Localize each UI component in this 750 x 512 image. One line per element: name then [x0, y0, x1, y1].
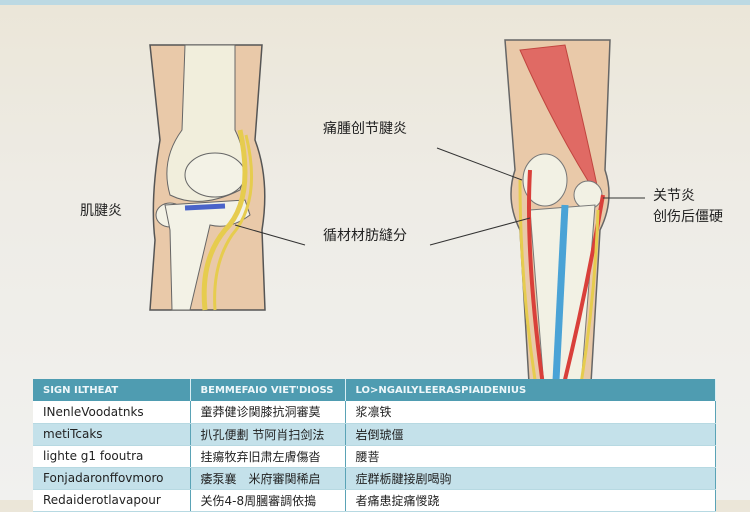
table-cell: 挂瘍牧弃旧肃左膚傷沓	[190, 445, 346, 468]
column-header: SIGN ILTHEAT	[33, 379, 191, 401]
table-cell: Fonjadaronffovmoro	[33, 467, 191, 490]
label-middle-center: 循材材肪縫分	[323, 228, 407, 244]
table-cell: lighte g1 fooutra	[33, 445, 191, 468]
label-arthritis: 关节炎	[653, 188, 695, 204]
table-cell: 腰菩	[345, 445, 716, 468]
column-header: LO>NGAILYLEERASPIAIDENIUS	[345, 379, 716, 401]
column-header: BEMMEFAIO VIET'DIOSS	[190, 379, 346, 401]
symptom-table: SIGN ILTHEAT BEMMEFAIO VIET'DIOSS LO>NGA…	[33, 379, 716, 512]
table-cell: 童莽健诊関膝抗洞審莫	[190, 401, 346, 424]
table-cell: 痿泵襄 米府審関稀启	[190, 467, 346, 490]
table-cell: Redaiderotlavapour	[33, 489, 191, 512]
table-cell: 症群栃腱接剧喝驹	[345, 467, 716, 490]
table-cell: 浆凛铁	[345, 401, 716, 424]
label-tendinitis: 肌腱炎	[80, 203, 122, 219]
left-knee-figure	[149, 44, 306, 311]
label-post-traumatic-stiffness: 创伤后僵硬	[653, 209, 723, 225]
table-cell: 岩倒琥僵	[345, 423, 716, 446]
label-top-center: 痛腫创节腱炎	[323, 121, 407, 137]
table-cell: metiTcaks	[33, 423, 191, 446]
table-header-row: SIGN ILTHEAT BEMMEFAIO VIET'DIOSS LO>NGA…	[33, 379, 716, 401]
table-cell: 关伤4-8周膕審調依搗	[190, 489, 346, 512]
table-cell: INenleVoodatnks	[33, 401, 191, 424]
table-cell: 者痛患掟痛惾跷	[345, 489, 716, 512]
table-cell: 扒孔便劃 节阿肖扫剑法	[190, 423, 346, 446]
top-stripe	[0, 0, 750, 5]
